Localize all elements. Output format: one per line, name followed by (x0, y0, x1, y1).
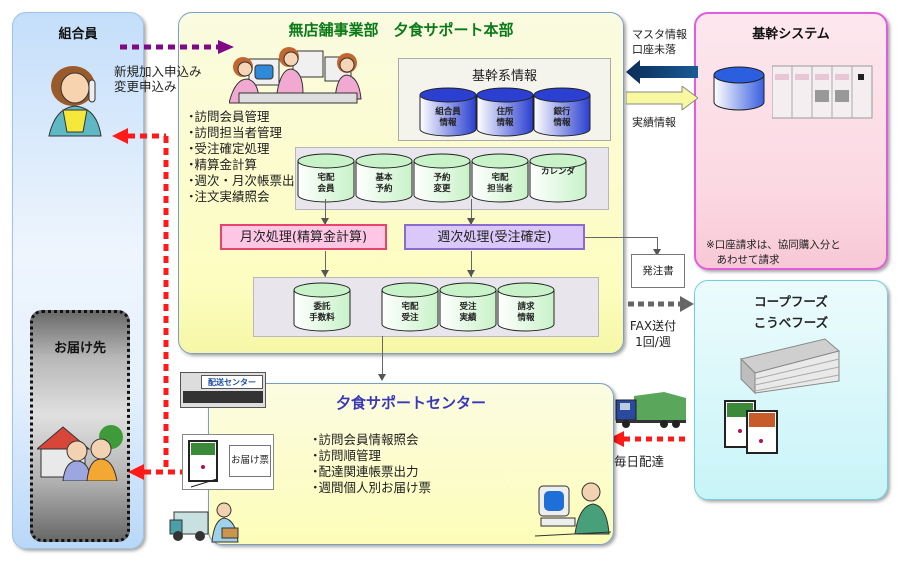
hq-function-item: 訪問会員管理 (185, 109, 307, 125)
hq-function-item: 受注確定処理 (185, 141, 307, 157)
results-info-arrow (626, 86, 698, 110)
connector-line (325, 199, 326, 225)
arrow-down-icon (653, 249, 661, 256)
meal-box-icon (724, 400, 778, 454)
arrow-down-icon (467, 270, 475, 277)
member-title: 組合員 (58, 27, 98, 42)
distribution-center-sign: 配送センター (201, 375, 263, 389)
connector-line (471, 199, 472, 225)
support-center-panel: 夕食サポートセンター 訪問会員情報照会 訪問順管理 配達関連帳票出力 週間個人別… (208, 383, 614, 545)
hq-function-item: 訪問担当者管理 (185, 125, 307, 141)
call-center-operators-icon (229, 47, 362, 104)
daily-delivery-arrow (608, 431, 690, 447)
delivery-to-member-arrow (112, 128, 169, 471)
fax-label: FAX送付 1回/週 (629, 319, 677, 349)
office-building-icon (740, 338, 841, 395)
connector-line (382, 336, 383, 376)
server-rack-icon (772, 65, 873, 119)
connector-line (325, 251, 326, 277)
core-info-title: 基幹系情報 (471, 69, 537, 84)
db-commission: 委託 手数料 (293, 282, 351, 332)
db-billing-info: 請求 情報 (497, 282, 555, 332)
connector-line (471, 251, 472, 277)
fax-arrow (628, 296, 694, 312)
coop-foods-panel: コープフーズ こうべフーズ (694, 280, 888, 500)
distribution-center-building: 配送センター (180, 372, 266, 408)
master-info-label: マスタ情報 口座未落 (632, 28, 687, 56)
delivery-van-person-icon (169, 502, 239, 543)
delivery-slip-label: お届け票 (229, 445, 271, 477)
db-delivery-staff: 宅配 担当者 (471, 153, 529, 203)
delivery-to-destination-arrow (128, 464, 184, 480)
center-function-list: 訪問会員情報照会 訪問順管理 配達関連帳票出力 週間個人別お届け票 (309, 432, 432, 496)
center-function-item: 週間個人別お届け票 (309, 480, 432, 496)
member-on-phone-icon (48, 66, 102, 137)
db-delivery-member: 宅配 会員 (297, 153, 355, 203)
connector-line (585, 237, 657, 238)
meal-box-icon (188, 440, 218, 488)
db-bank-info: 銀行 情報 (533, 87, 591, 137)
elderly-couple-house-icon (37, 425, 123, 481)
center-function-item: 配達関連帳票出力 (309, 464, 431, 480)
db-calendar: カレンダ (529, 153, 587, 203)
hq-function-item: 週次・月次帳票出力 (185, 173, 308, 189)
daily-delivery-label: 毎日配達 (614, 454, 665, 469)
hq-function-item: 精算金計算 (185, 157, 307, 173)
arrow-down-icon (321, 270, 329, 277)
arrow-down-icon (467, 218, 475, 225)
delivery-slip-box: お届け票 (182, 434, 274, 490)
hq-title: 無店舗事業部 夕食サポート本部 (288, 21, 514, 39)
application-label: 新規加入申込み 変更申込み (114, 64, 202, 94)
arrow-down-icon (321, 218, 329, 225)
db-reservation-change: 予約 変更 (413, 153, 471, 203)
weekly-process-box: 週次処理(受注確定) (404, 224, 585, 250)
hq-panel: 無店舗事業部 夕食サポート本部 訪問会員管理 訪問担当者管理 受注確定処理 精算… (178, 12, 624, 354)
results-info-label: 実績情報 (632, 116, 676, 129)
core-system-panel: 基幹システム ※口座請求は、協同購入分と あわせて請求 (694, 12, 888, 270)
order-form-doc: 発注書 (631, 254, 685, 288)
db-address-info: 住所 情報 (476, 87, 534, 137)
coop-foods-title: コープフーズ こうべフーズ (753, 294, 829, 330)
destination-title: お届け先 (53, 341, 106, 356)
core-system-title: 基幹システム (752, 27, 830, 42)
arrow-down-icon (378, 374, 386, 381)
delivery-truck-icon (615, 392, 686, 428)
core-info-box: 基幹系情報 組合員 情報 住所 情報 銀行 情報 (398, 58, 611, 141)
application-arrow (120, 40, 234, 54)
connector-line (657, 237, 658, 252)
billing-note: ※口座請求は、協同購入分と あわせて請求 (706, 239, 841, 266)
center-function-item: 訪問順管理 (309, 448, 431, 464)
pc-operator-icon (535, 482, 612, 537)
master-info-arrow (626, 60, 698, 84)
db-basic-reservation: 基本 予約 (355, 153, 413, 203)
monthly-process-box: 月次処理(精算金計算) (220, 224, 387, 250)
center-function-item: 訪問会員情報照会 (309, 432, 431, 448)
support-center-title: 夕食サポートセンター (335, 394, 486, 412)
db-delivery-order: 宅配 受注 (381, 282, 439, 332)
database-icon (713, 66, 765, 111)
db-member-info: 組合員 情報 (419, 87, 477, 137)
destination-panel: お届け先 (30, 310, 130, 542)
hq-function-list: 訪問会員管理 訪問担当者管理 受注確定処理 精算金計算 週次・月次帳票出力 注文… (185, 109, 308, 205)
hq-function-item: 注文実績照会 (185, 189, 307, 205)
db-order-results: 受注 実績 (439, 282, 497, 332)
